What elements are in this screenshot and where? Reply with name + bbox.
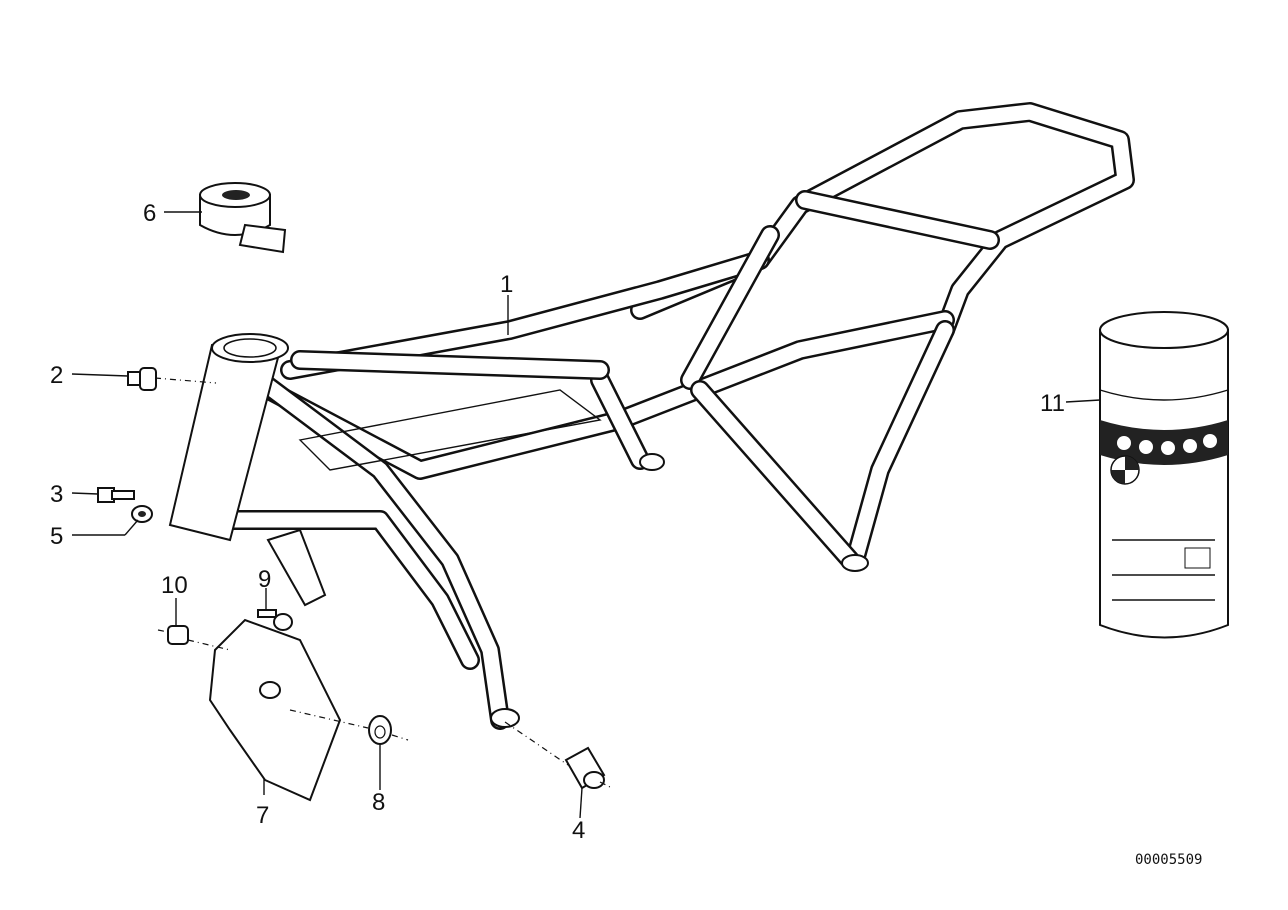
assembly-lines (154, 377, 613, 789)
diagram-reference-number: 00005509 (1135, 852, 1202, 868)
callout-1: 1 (500, 271, 513, 298)
callout-6: 6 (143, 200, 156, 227)
callout-2: 2 (50, 362, 63, 389)
rubber-bushing-part (199, 182, 287, 254)
callout-7: 7 (256, 802, 269, 829)
callouts: 1 2 3 4 5 6 7 8 9 10 11 (50, 200, 1065, 844)
callout-8: 8 (372, 789, 385, 816)
leader-lines (71, 211, 1101, 819)
callout-4: 4 (572, 817, 585, 844)
callout-11: 11 (1040, 390, 1065, 417)
frame-assembly (168, 102, 1135, 730)
paint-can-part (1099, 311, 1229, 639)
callout-3: 3 (50, 481, 63, 508)
callout-10: 10 (161, 572, 188, 599)
small-parts (97, 367, 606, 802)
callout-9: 9 (258, 566, 271, 593)
callout-5: 5 (50, 523, 63, 550)
